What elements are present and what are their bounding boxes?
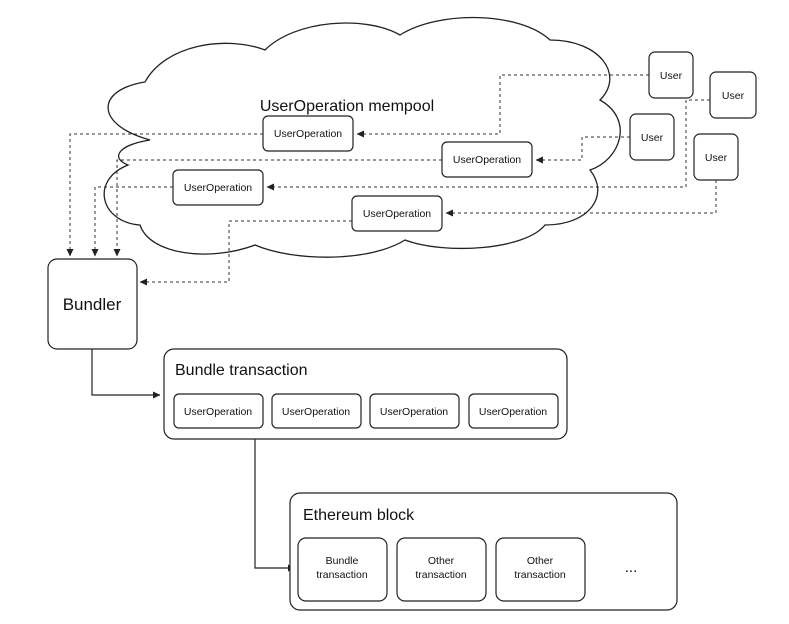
userop-label: UserOperation bbox=[363, 208, 431, 220]
bundle-transaction: Bundle transaction UserOperation UserOpe… bbox=[163, 348, 568, 440]
block-item-line1: Other bbox=[527, 555, 554, 567]
userop-to-bundler-arrow bbox=[113, 159, 442, 257]
user-node: User bbox=[648, 51, 694, 99]
ethereum-block-title: Ethereum block bbox=[303, 507, 415, 524]
user-label: User bbox=[722, 90, 745, 102]
block-item-bundle bbox=[297, 537, 388, 602]
block-item-line1: Bundle bbox=[326, 555, 359, 567]
bundler-label: Bundler bbox=[63, 295, 122, 314]
bundler-to-bundle-arrow bbox=[91, 349, 161, 399]
user-node: User bbox=[709, 71, 757, 119]
bundle-userop bbox=[173, 393, 264, 429]
bundle-userop-label: UserOperation bbox=[380, 406, 448, 418]
userop-to-bundler-arrow bbox=[91, 186, 173, 257]
block-item-line2: transaction bbox=[514, 569, 566, 581]
mempool-userop: UserOperation bbox=[351, 195, 443, 232]
user-to-userop-arrow bbox=[445, 180, 717, 217]
bundle-userop-label: UserOperation bbox=[479, 406, 547, 418]
bundle-transaction-title: Bundle transaction bbox=[175, 362, 308, 379]
block-item-other bbox=[396, 537, 487, 602]
mempool-userop: UserOperation bbox=[172, 169, 264, 206]
ethereum-block: Ethereum block Bundle transaction Other … bbox=[289, 492, 678, 611]
bundle-userop-label: UserOperation bbox=[282, 406, 350, 418]
bundle-userop bbox=[369, 393, 460, 429]
mempool-userop: UserOperation bbox=[262, 115, 354, 152]
user-label: User bbox=[660, 70, 683, 82]
block-item-line2: transaction bbox=[415, 569, 467, 581]
user-node: User bbox=[629, 113, 675, 161]
mempool-userop: UserOperation bbox=[441, 141, 533, 178]
user-to-userop-arrow bbox=[266, 99, 710, 191]
block-item-other bbox=[495, 537, 586, 602]
userop-to-bundler-arrow bbox=[139, 220, 352, 286]
bundle-userop-label: UserOperation bbox=[184, 406, 252, 418]
user-to-userop-arrow bbox=[356, 74, 649, 138]
user-node: User bbox=[693, 133, 739, 181]
user-label: User bbox=[641, 132, 664, 144]
userop-to-bundler-arrow bbox=[66, 133, 263, 257]
block-item-line2: transaction bbox=[316, 569, 368, 581]
bundle-userop bbox=[271, 393, 362, 429]
more-items-ellipsis: ... bbox=[625, 559, 638, 576]
userop-label: UserOperation bbox=[453, 154, 521, 166]
block-item-line1: Other bbox=[428, 555, 455, 567]
mempool-title: UserOperation mempool bbox=[260, 98, 434, 115]
bundle-userop bbox=[468, 393, 559, 429]
bundle-to-block-arrow bbox=[254, 439, 296, 572]
userop-label: UserOperation bbox=[184, 182, 252, 194]
userop-label: UserOperation bbox=[274, 128, 342, 140]
user-label: User bbox=[705, 152, 728, 164]
user-to-userop-arrow bbox=[535, 136, 630, 164]
bundler-node: Bundler bbox=[47, 258, 138, 350]
